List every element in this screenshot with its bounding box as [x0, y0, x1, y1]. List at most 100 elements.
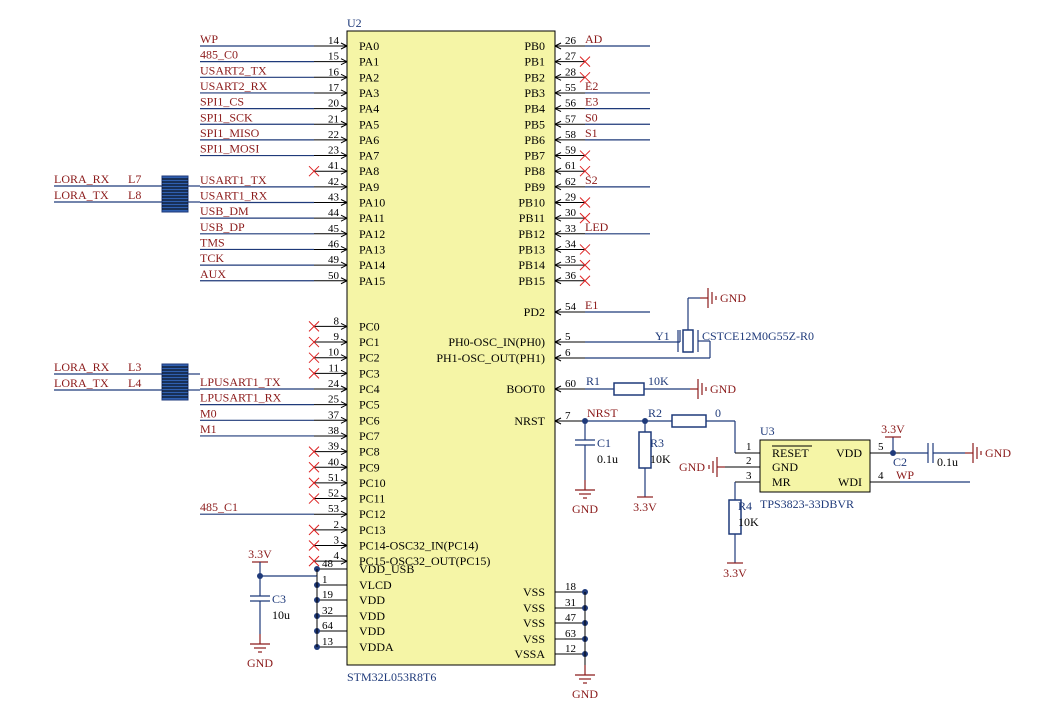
mcu-designator: U2	[347, 16, 362, 30]
pin-name: PB9	[524, 180, 545, 194]
pin-number: 49	[328, 254, 340, 266]
pin-number: 30	[565, 207, 577, 219]
pin-number: 4	[878, 470, 884, 482]
r3-designator: R3	[650, 436, 664, 450]
pin-name: PC9	[359, 460, 380, 474]
pin-number: 12	[565, 643, 576, 655]
pin-number: 43	[328, 192, 340, 204]
pin-number: 46	[328, 238, 340, 250]
pin-number: 1	[746, 441, 752, 453]
pin-number: 51	[328, 472, 339, 484]
pin-name: PH1-OSC_OUT(PH1)	[436, 351, 545, 365]
r3-vcc-label: 3.3V	[633, 500, 657, 514]
lora-tx-label: LORA_TX	[54, 188, 109, 202]
c3-designator: C3	[272, 592, 286, 606]
pin-name: PB8	[524, 164, 545, 178]
mcu-part-number: STM32L053R8T6	[347, 670, 436, 684]
net-label: USART1_RX	[200, 189, 268, 203]
no-connect-mark	[579, 56, 591, 68]
lora-rx-label: LORA_RX	[54, 172, 110, 186]
pin-name: PB7	[524, 149, 545, 163]
pin-name: PC12	[359, 507, 386, 521]
u3-body	[759, 439, 871, 493]
net-label: S2	[585, 173, 598, 187]
nrst-net-label: NRST	[587, 406, 618, 420]
r1-gnd-label: GND	[710, 382, 736, 396]
net-label: USART2_TX	[200, 63, 267, 77]
net-label: E2	[585, 79, 598, 93]
net-label: E3	[585, 95, 598, 109]
pin-name: PC8	[359, 445, 380, 459]
pin-number: 10	[328, 347, 340, 359]
wdi-net-label: WP	[896, 468, 914, 482]
pin-name: PB13	[518, 242, 545, 256]
pin-name: PB14	[518, 258, 545, 272]
net-label: WP	[200, 32, 218, 46]
pin-number: 24	[328, 378, 340, 390]
pin-number: 37	[328, 409, 340, 421]
pin-name: PC13	[359, 523, 386, 537]
no-connect-mark	[308, 493, 320, 504]
pin-number: 39	[328, 441, 340, 453]
pin-number: 56	[565, 98, 577, 110]
pin-number: 60	[565, 378, 577, 390]
net-label: USB_DM	[200, 204, 249, 218]
pin-name: VSSA	[514, 647, 545, 661]
pin-number: 5	[878, 441, 884, 453]
pin-name: PA13	[359, 242, 385, 256]
c3-gnd-label: GND	[247, 656, 273, 670]
pin-number: 34	[565, 238, 577, 250]
pin-name: PB0	[524, 39, 545, 53]
pin-number: 21	[328, 113, 339, 125]
pin-name: PA5	[359, 117, 379, 131]
r1-value: 10K	[648, 374, 669, 388]
pin-name: PH0-OSC_IN(PH0)	[448, 335, 545, 349]
pin-number: 32	[322, 605, 333, 617]
pin-number: 33	[565, 223, 577, 235]
c1-value: 0.1u	[597, 452, 618, 466]
pin-number: 62	[565, 176, 576, 188]
pin-name: PC7	[359, 429, 380, 443]
pin-name: PA7	[359, 149, 379, 163]
c2-gnd-label: GND	[985, 446, 1011, 460]
pin-number: 53	[328, 503, 340, 515]
c1-designator: C1	[597, 436, 611, 450]
pin-number: 26	[565, 35, 577, 47]
pin-name: NRST	[514, 414, 545, 428]
net-label: LPUSART1_TX	[200, 375, 281, 389]
pin-number: 6	[565, 347, 571, 359]
pin-number: 64	[322, 620, 334, 632]
pin-number: 36	[565, 270, 577, 282]
pin-number: 61	[565, 160, 576, 172]
pin-number: 54	[565, 301, 577, 313]
pin-name: PC4	[359, 382, 380, 396]
pin-number: 35	[565, 254, 577, 266]
pin-number: 19	[322, 589, 334, 601]
r2-resistor	[671, 414, 707, 428]
pin-name: VDD	[359, 609, 385, 623]
pin-number: 22	[328, 129, 339, 141]
pin-name: PA12	[359, 227, 385, 241]
y1-part-number: CSTCE12M0G55Z-R0	[702, 329, 814, 343]
pin-name: PB15	[518, 274, 545, 288]
pin-name: VDD	[359, 593, 385, 607]
pin-number: 4	[334, 550, 340, 562]
pin-name: PC0	[359, 319, 380, 333]
no-connect-mark	[579, 244, 591, 255]
pin-number: 55	[565, 82, 577, 94]
c2-value: 0.1u	[937, 455, 958, 469]
r3-value: 10K	[650, 452, 671, 466]
pin-name: PB4	[524, 102, 545, 116]
pin-name: PD2	[524, 305, 545, 319]
lora-tx-pin: L8	[128, 188, 141, 202]
net-label: TMS	[200, 235, 225, 249]
no-connect-mark	[308, 540, 320, 551]
u3-gnd-label: GND	[679, 460, 705, 474]
u3-pin-name: RESET	[772, 446, 809, 460]
u3-pin-name: MR	[772, 475, 791, 489]
pin-name: PB1	[524, 55, 545, 69]
net-label: LPUSART1_RX	[200, 391, 282, 405]
net-label: M0	[200, 406, 217, 420]
pin-number: 3	[334, 535, 340, 547]
